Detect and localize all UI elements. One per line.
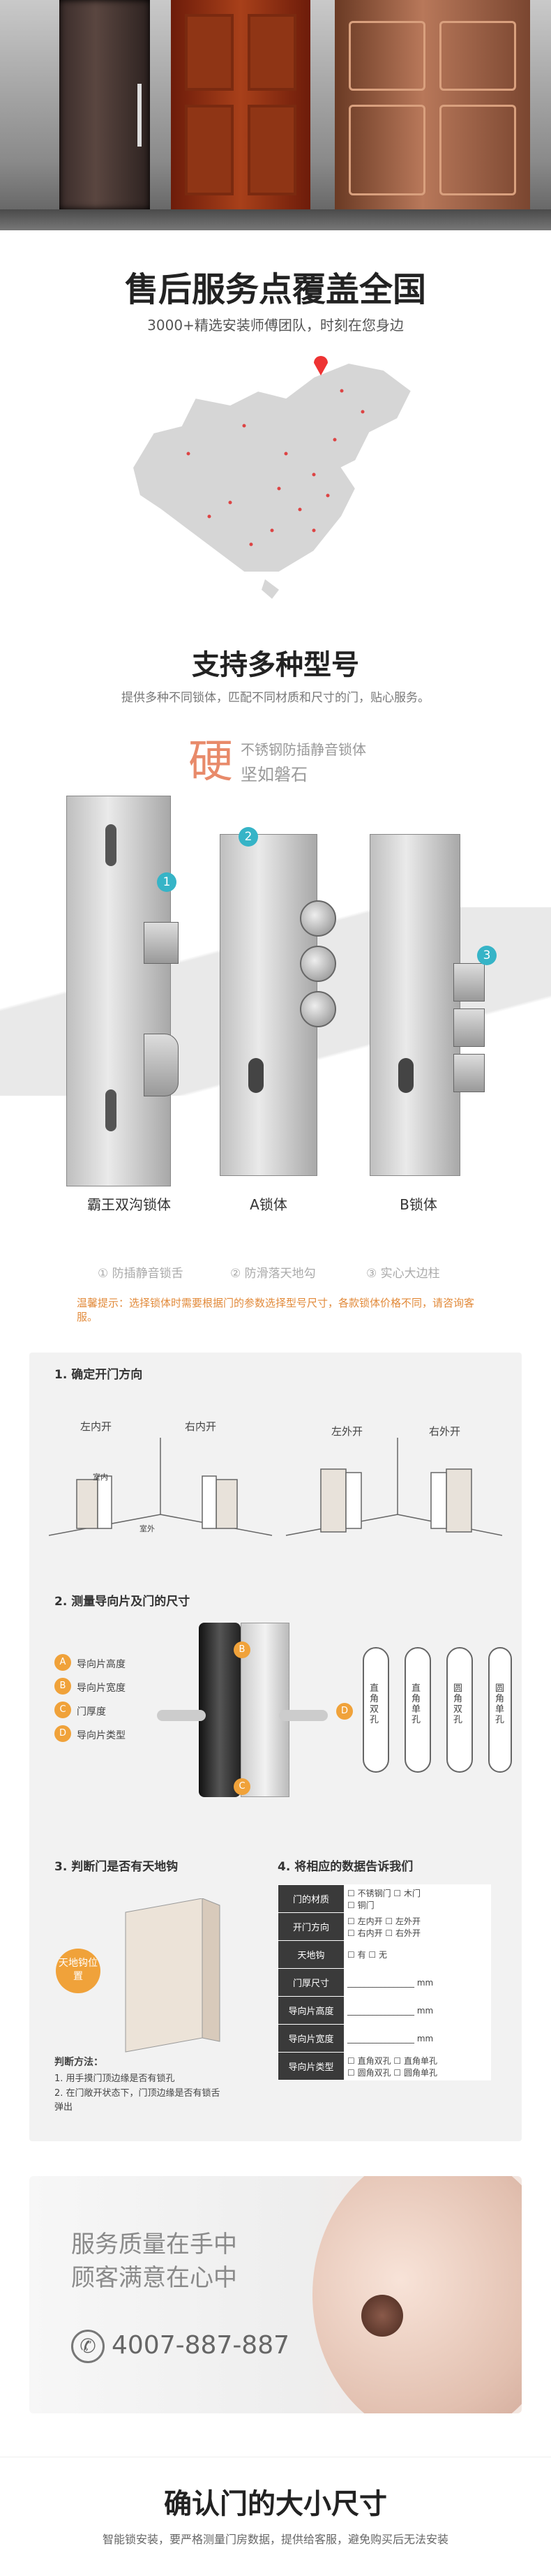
hotline-number: 4007-887-887 <box>112 2331 290 2360</box>
operator-face-image <box>312 2176 522 2413</box>
judge-2: 2. 在门敞开状态下，门顶边缘是否有锁舌弹出 <box>54 2088 220 2113</box>
tag-d: D <box>54 1725 71 1742</box>
plate-type-1-label: 直角双孔 <box>370 1683 379 1725</box>
size-title: 确认门的大小尺寸 <box>164 2488 387 2520</box>
tag-d-text: 导向片类型 <box>77 1730 126 1741</box>
warning-text: 温馨提示：选择锁体时需要根据门的参数选择型号尺寸，各款锁体价格不同，请咨询客服。 <box>77 1297 475 1323</box>
table-row: 开门方向☐ 左内开 ☐ 左外开 ☐ 右内开 ☐ 右外开 <box>278 1912 491 1941</box>
bolt-2c <box>300 991 336 1027</box>
lock-number-2: 2 <box>239 827 258 847</box>
dir-left-in: 左内开 <box>80 1420 112 1433</box>
lock-number-3: 3 <box>477 946 497 965</box>
indoor-label: 室内 <box>93 1473 108 1482</box>
door-banner <box>0 0 551 230</box>
service-title: 售后服务点覆盖全国 <box>124 270 426 309</box>
hard-line2: 坚如磐石 <box>241 765 308 784</box>
dir-right-in: 右内开 <box>185 1420 217 1433</box>
feature-3: ③ 实心大边柱 <box>366 1267 440 1281</box>
lock-body-3-image <box>370 834 460 1176</box>
hard-char: 硬 <box>188 736 233 788</box>
plate-type-2: 直角单孔 <box>405 1647 431 1773</box>
door-direction-diagram <box>49 1438 502 1536</box>
tag-b-text: 导向片宽度 <box>77 1683 126 1694</box>
dir-right-out: 右外开 <box>429 1425 461 1438</box>
data-form-table: 门的材质☐ 不锈钢门 ☐ 木门 ☐ 铜门 开门方向☐ 左内开 ☐ 左外开 ☐ 右… <box>278 1884 491 2080</box>
china-map-image <box>131 356 413 599</box>
phone-icon: ✆ <box>71 2330 105 2363</box>
models-title: 支持多种型号 <box>192 649 359 681</box>
step3-title: 3. 判断门是否有天地钩 <box>54 1860 179 1874</box>
copper-double-door-image <box>335 0 530 209</box>
table-row: 门的材质☐ 不锈钢门 ☐ 木门 ☐ 铜门 <box>278 1884 491 1913</box>
service-subtitle: 3000+精选安装师傅团队，时刻在您身边 <box>147 317 404 334</box>
table-row: 导向片高度________________ mm <box>278 1996 491 2025</box>
plate-type-3: 圆角双孔 <box>446 1647 473 1773</box>
judge-1: 1. 用手摸门顶边缘是否有锁孔 <box>54 2074 175 2084</box>
hard-slogan: 硬 不锈钢防插静音锁体 坚如磐石 <box>188 733 412 789</box>
lock-label-2: A锁体 <box>250 1196 287 1213</box>
plate-type-3-label: 圆角双孔 <box>453 1683 463 1725</box>
size-subtitle: 智能锁安装，要严格测量门房数据，提供给客服，避免购买后无法安装 <box>102 2533 448 2546</box>
bolt-3c <box>453 1054 485 1092</box>
step2-title: 2. 测量导向片及门的尺寸 <box>54 1595 190 1609</box>
lock-number-1: 1 <box>157 872 176 892</box>
red-wood-door-image <box>171 0 310 209</box>
handle-right <box>279 1710 328 1721</box>
outdoor-label: 室外 <box>139 1524 155 1533</box>
plate-type-4: 圆角单孔 <box>488 1647 512 1773</box>
headset-mic-image <box>361 2295 403 2337</box>
table-row: 天地钩☐ 有 ☐ 无 <box>278 1940 491 1969</box>
hard-line1: 不锈钢防插静音锁体 <box>241 741 366 758</box>
feature-1: ① 防插静音锁舌 <box>98 1267 183 1281</box>
dark-door-image <box>59 0 150 209</box>
step1-title: 1. 确定开门方向 <box>54 1368 143 1382</box>
plate-type-4-label: 圆角单孔 <box>495 1683 505 1725</box>
bolt-3b <box>453 1008 485 1047</box>
hook-door-diagram <box>125 1898 220 2053</box>
hotline-line2: 顾客满意在心中 <box>71 2264 237 2292</box>
feature-2: ② 防滑落天地勾 <box>230 1267 316 1281</box>
table-row: 导向片宽度________________ mm <box>278 2024 491 2053</box>
models-subtitle: 提供多种不同锁体，匹配不同材质和尺寸的门，贴心服务。 <box>121 691 430 705</box>
lock-label-1: 霸王双沟锁体 <box>87 1196 171 1213</box>
judge-title: 判断方法： <box>54 2057 103 2068</box>
diagram-tag-c: C <box>234 1778 250 1795</box>
diagram-tag-b: B <box>234 1641 250 1658</box>
hotline-phone[interactable]: ✆4007-887-887 <box>71 2330 289 2363</box>
tag-c: C <box>54 1702 71 1718</box>
handle-left <box>157 1710 206 1721</box>
lock-label-3: B锁体 <box>400 1196 437 1213</box>
bolt-3a <box>453 963 485 1002</box>
hook-position-badge: 天地钩位置 <box>56 1949 100 1993</box>
table-row: 导向片类型☐ 直角双孔 ☐ 直角单孔 ☐ 圆角双孔 ☐ 圆角单孔 <box>278 2052 491 2080</box>
plate-type-1: 直角双孔 <box>363 1647 389 1773</box>
service-hotline-banner: 服务质量在手中 顾客满意在心中 ✆4007-887-887 <box>29 2176 522 2413</box>
lock-body-1-image <box>66 796 179 1186</box>
table-row: 门厚尺寸________________ mm <box>278 1968 491 1997</box>
tag-a-text: 导向片高度 <box>77 1659 126 1670</box>
tag-b: B <box>54 1678 71 1695</box>
plate-type-2-label: 直角单孔 <box>412 1683 421 1725</box>
dir-left-out: 左外开 <box>331 1425 363 1438</box>
bolt-2a <box>300 900 336 937</box>
step4-title: 4. 将相应的数据告诉我们 <box>278 1860 414 1874</box>
diagram-tag-d: D <box>336 1703 353 1720</box>
tag-c-text: 门厚度 <box>77 1706 106 1718</box>
bolt-2b <box>300 946 336 982</box>
tag-a: A <box>54 1654 71 1671</box>
hotline-line1: 服务质量在手中 <box>71 2231 237 2258</box>
